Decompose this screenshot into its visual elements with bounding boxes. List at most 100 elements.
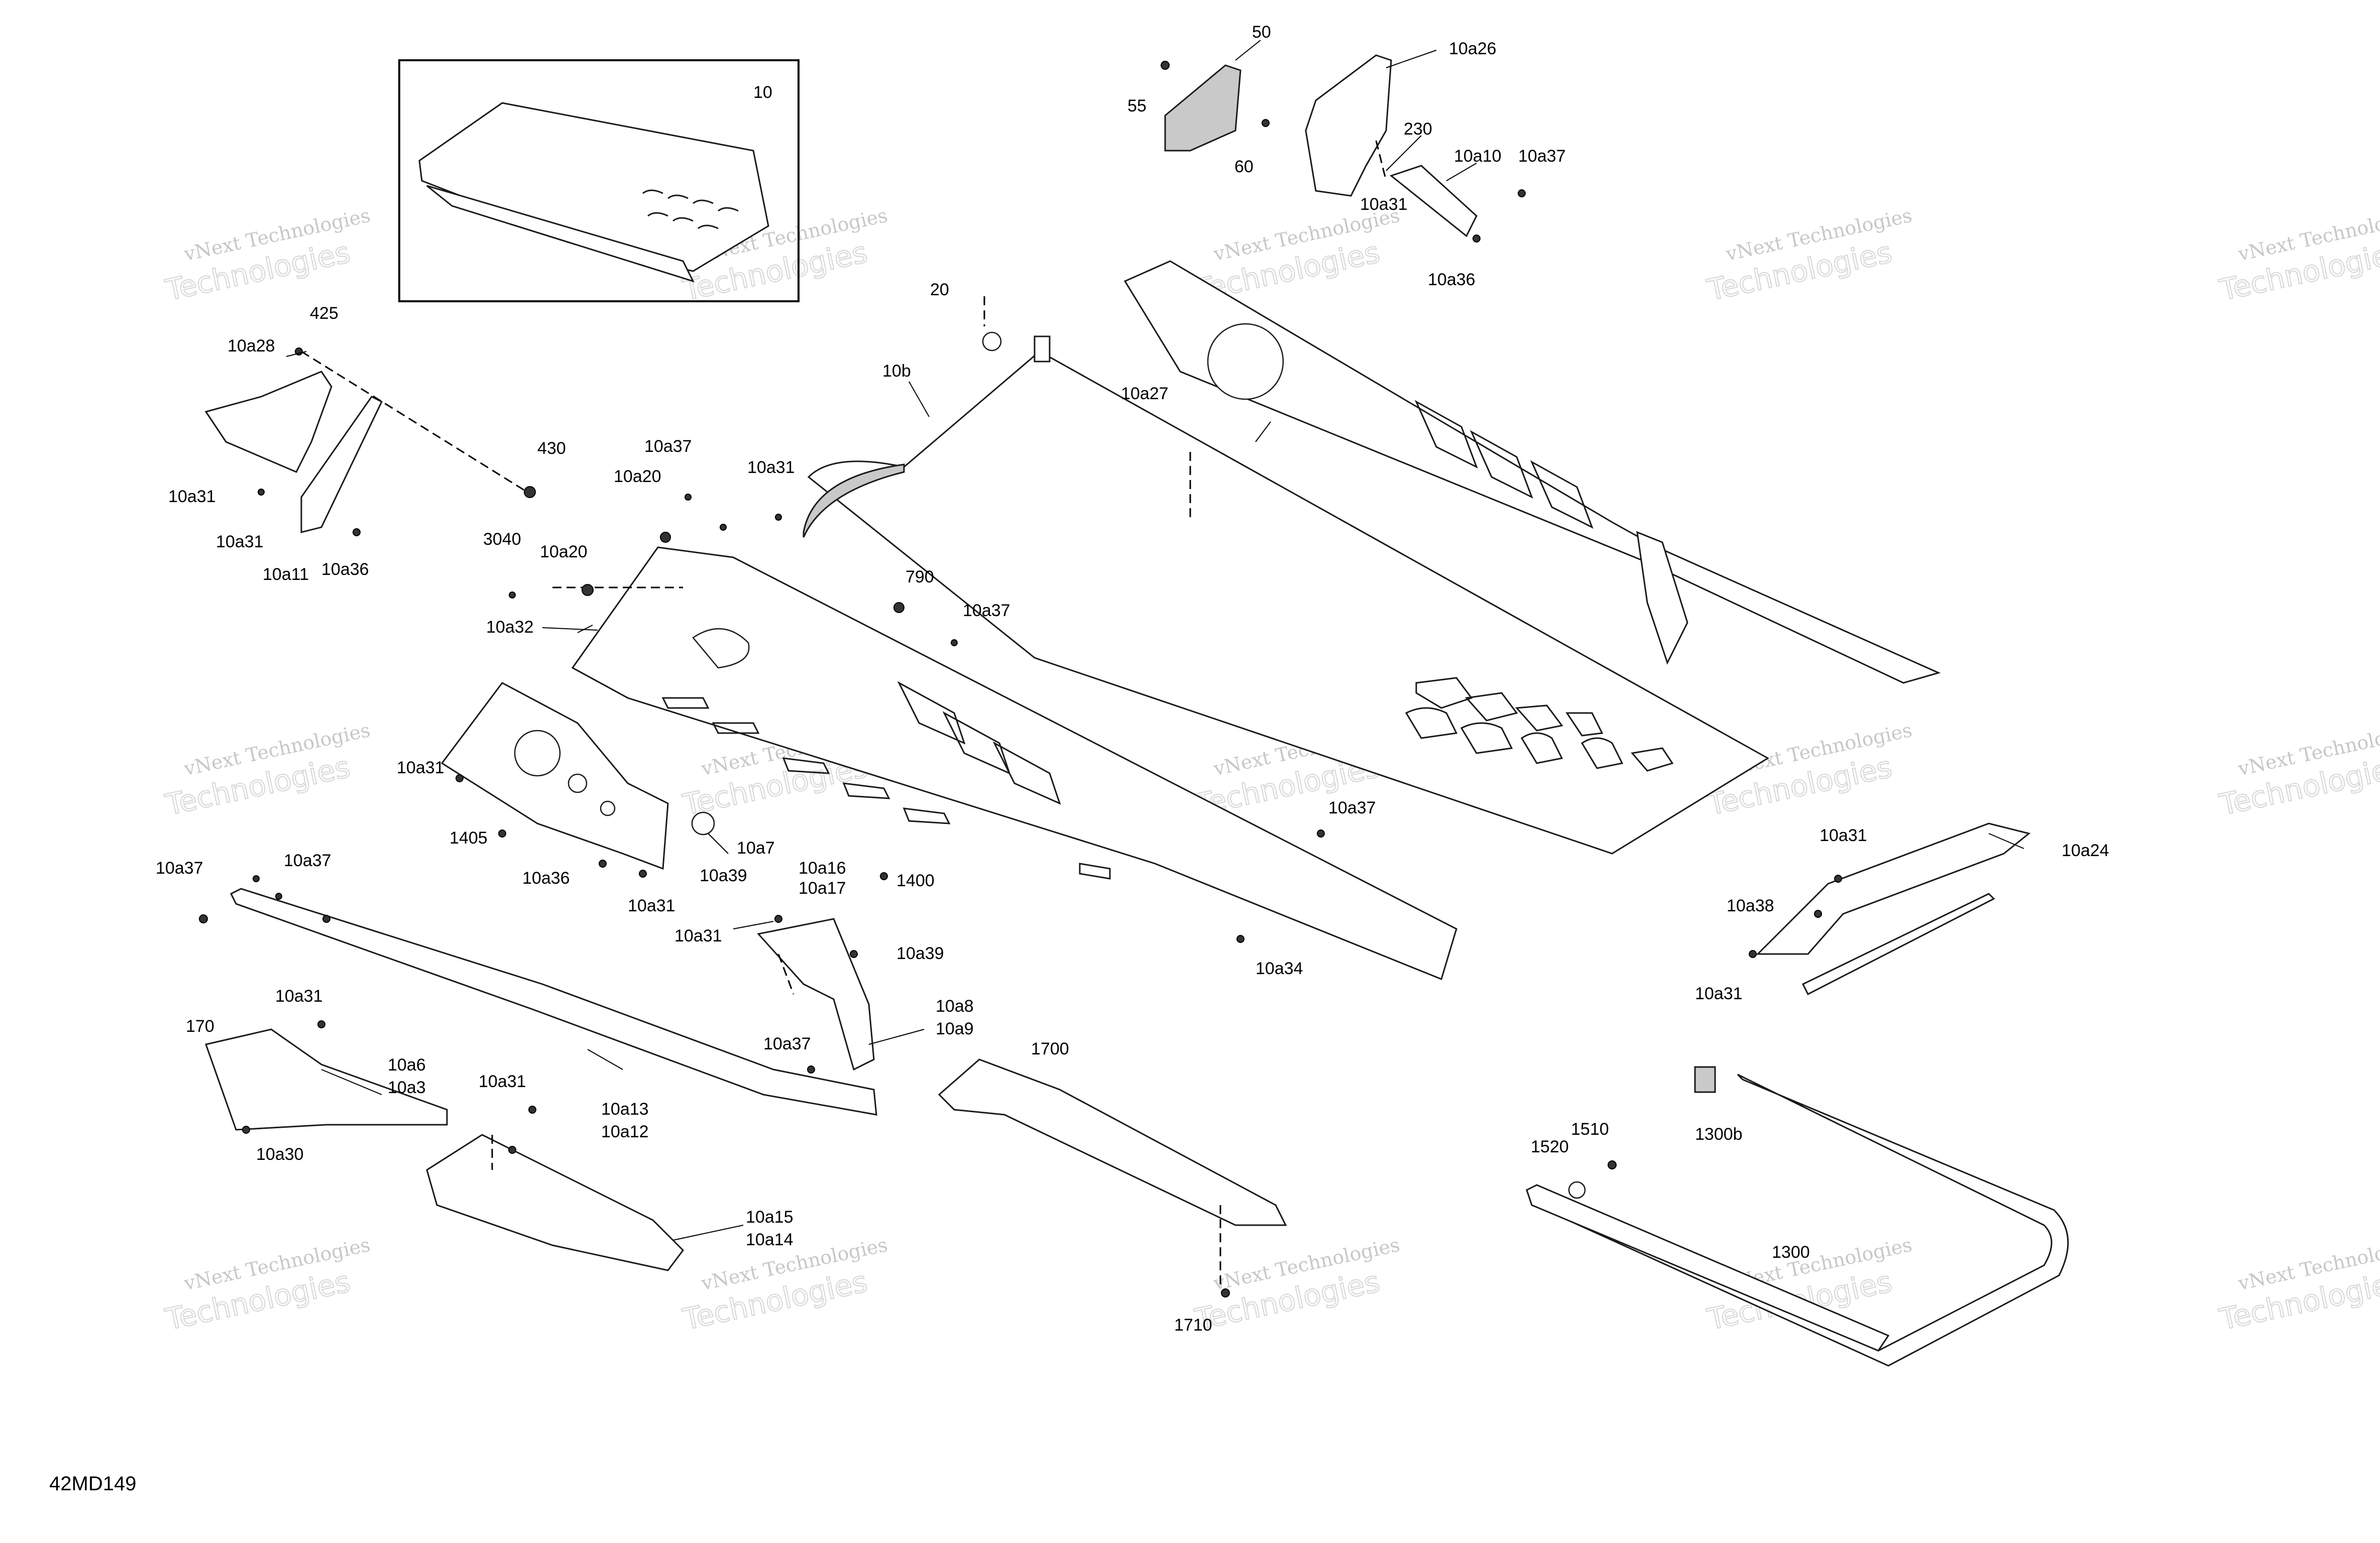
callout: 10a31	[1360, 195, 1408, 214]
callout: 10a31	[747, 458, 795, 477]
fastener	[524, 486, 536, 498]
callout: 10a20	[540, 542, 588, 561]
leader-line	[909, 381, 930, 417]
diagram-code: 42MD149	[49, 1473, 136, 1495]
callout: 10a31	[168, 487, 216, 506]
callout: 10a14	[746, 1230, 794, 1249]
callout: 10a31	[216, 532, 264, 551]
leader-line	[672, 1225, 744, 1241]
right-panel-cutouts	[1414, 400, 1594, 529]
callout: 170	[186, 1017, 214, 1036]
bracket-plate-hole-small	[600, 800, 616, 816]
fastener	[1221, 1288, 1230, 1297]
callout: 10a17	[799, 879, 846, 898]
callout: 10a7	[737, 839, 775, 858]
fastener	[951, 639, 958, 646]
callout: 10a13	[601, 1100, 649, 1119]
callout: 50	[1252, 23, 1271, 42]
fastener	[498, 829, 506, 838]
callout: 60	[1234, 157, 1254, 176]
fastener	[807, 1065, 815, 1074]
fastener	[893, 602, 904, 613]
callout: 55	[1127, 96, 1147, 115]
callout: 10a36	[321, 560, 369, 579]
lower-parts	[205, 822, 2069, 1367]
callout: 10a24	[2062, 841, 2109, 860]
fastener	[1472, 234, 1481, 243]
callout: 10a30	[256, 1145, 304, 1164]
clip-1300b	[1694, 1066, 1716, 1093]
leader-line	[1988, 833, 2024, 849]
fastener	[528, 1106, 536, 1114]
bracket-10a28	[204, 371, 332, 473]
callout: 1400	[896, 871, 935, 890]
callout: 1300b	[1695, 1125, 1743, 1144]
dash-line	[1375, 140, 1387, 181]
fastener	[242, 1126, 250, 1134]
leader-line	[1446, 163, 1477, 181]
fastener	[508, 1146, 516, 1154]
bumper-1300-bar	[1526, 1184, 1890, 1352]
fastener	[456, 774, 464, 782]
left-panel-large-hole	[692, 628, 750, 669]
fastener	[1834, 875, 1842, 883]
bracket-10a10	[1389, 165, 1478, 238]
fastener	[1317, 829, 1325, 838]
leader-line	[708, 833, 729, 854]
bracket-plate-hole-small	[568, 773, 588, 793]
right-side-panel	[1123, 260, 1941, 684]
leader-line	[1255, 421, 1271, 442]
callout: 1510	[1571, 1120, 1609, 1139]
right-side-rail	[1123, 260, 1941, 684]
callout: 230	[1404, 120, 1432, 139]
callout: 790	[905, 567, 934, 586]
callout: 10a31	[674, 926, 722, 945]
leader-line	[733, 921, 774, 929]
callout: 10a16	[799, 859, 846, 878]
fastener	[880, 872, 888, 880]
front-rail-body	[230, 888, 877, 1116]
assembly-inset	[398, 59, 800, 302]
callout: 20	[930, 280, 949, 299]
leader-line	[1386, 135, 1422, 171]
fastener	[599, 860, 607, 868]
tunnel-stud	[1034, 335, 1051, 363]
callout: 10a31	[479, 1072, 526, 1091]
callout: 10a37	[644, 437, 692, 456]
callout: 10a10	[1454, 147, 1502, 166]
callout: 10a28	[228, 336, 275, 355]
tunnel-cutouts	[1405, 677, 1674, 772]
fastener	[660, 532, 671, 543]
callout: 10a27	[1121, 384, 1169, 403]
leader-line	[286, 351, 307, 357]
callout: 1405	[449, 828, 488, 848]
callout: 10a36	[1428, 270, 1476, 289]
clip-10a7	[691, 811, 715, 836]
left-side-rail	[571, 546, 1457, 981]
leader-line	[587, 1049, 623, 1070]
left-side-panel	[571, 546, 1457, 981]
fastener	[258, 489, 265, 496]
shield-50	[1164, 64, 1241, 152]
inset-cutouts	[642, 189, 739, 229]
callout: 10b	[882, 362, 911, 381]
callout: 10a31	[275, 987, 323, 1006]
callout: 10a37	[1328, 798, 1376, 817]
callout: 10a36	[522, 869, 570, 888]
fastener	[1262, 119, 1270, 127]
leader-line	[868, 1029, 925, 1045]
right-panel-hanger	[1636, 531, 1688, 665]
leader-line	[321, 1069, 382, 1095]
callout: 10a26	[1449, 39, 1497, 58]
bracket-plate-hole	[514, 730, 561, 777]
fastener	[582, 584, 594, 596]
assembly-lines	[301, 140, 1387, 1285]
fastener	[1518, 189, 1526, 197]
fastener	[275, 893, 282, 900]
callout: 10a31	[397, 758, 444, 777]
callout: 10a37	[156, 859, 203, 878]
tunnel-front-bend	[803, 463, 905, 538]
callout: 10a11	[263, 565, 309, 584]
washer-1520	[1568, 1181, 1586, 1199]
